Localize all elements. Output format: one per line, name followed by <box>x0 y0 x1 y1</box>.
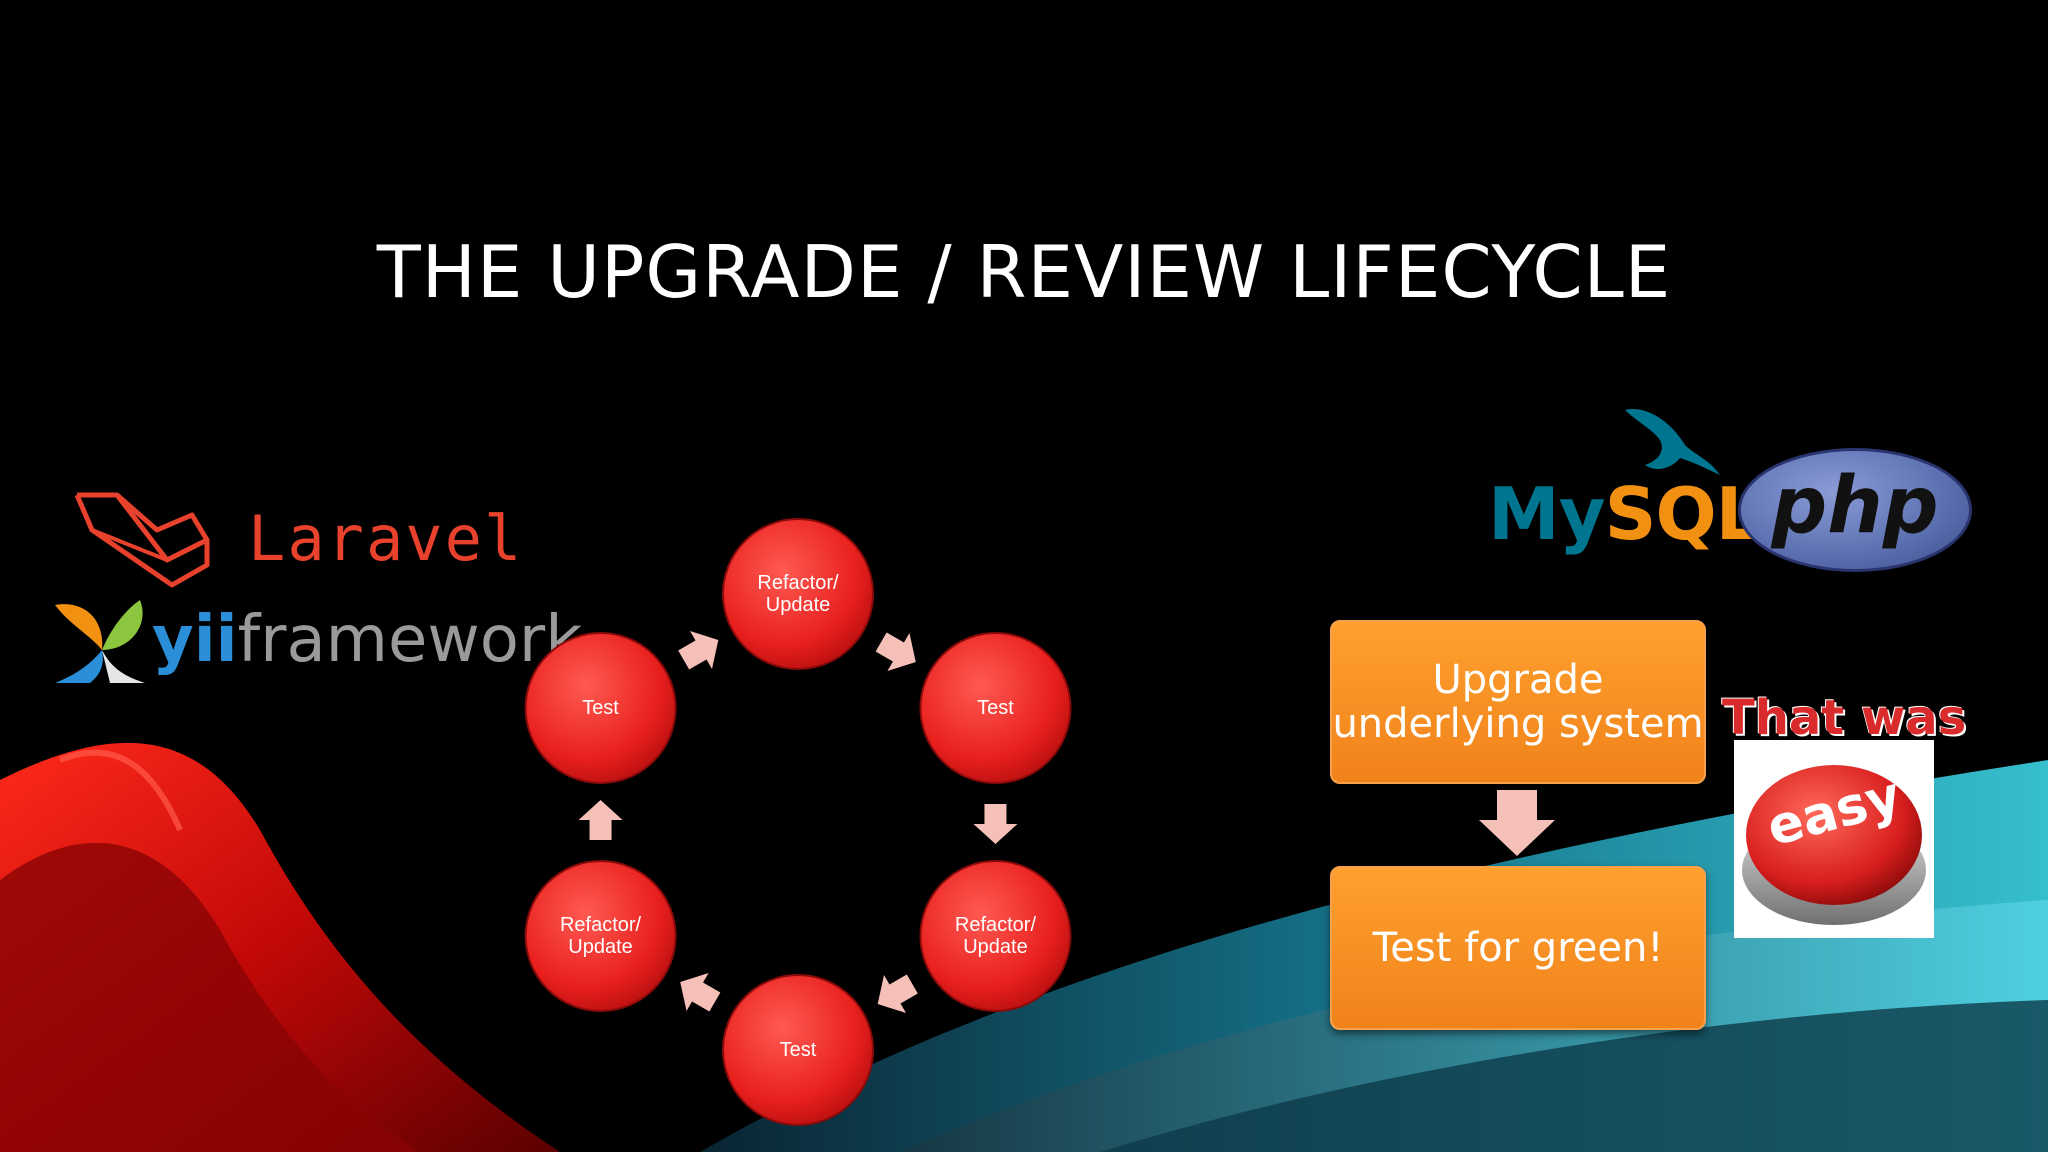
easy-button-icon <box>1742 765 1926 925</box>
php-logo-text: php <box>1771 461 1939 551</box>
cycle-node <box>722 518 874 670</box>
flow-step-upgrade-label: Upgrade underlying system <box>1332 658 1703 746</box>
cycle-arrow <box>680 972 721 1012</box>
cycle-arrow <box>877 974 918 1014</box>
laravel-logo-text: Laravel <box>248 502 524 575</box>
cycle-arrow <box>578 800 623 840</box>
cycle-node-label: Test <box>977 697 1014 719</box>
meme-caption: That was <box>1722 690 1967 746</box>
cycle-node-label: Refactor/Update <box>954 914 1037 958</box>
mysql-prefix: My <box>1488 472 1606 556</box>
flow-step-upgrade-line2: underlying system <box>1332 701 1704 747</box>
cycle-node <box>919 860 1072 1012</box>
mysql-suffix: SQL <box>1604 472 1762 556</box>
php-logo: php <box>1738 448 1972 572</box>
yii-suffix: framework <box>237 603 583 677</box>
cycle-node-label: Test <box>582 697 619 719</box>
cycle-node-label: Test <box>779 1039 817 1061</box>
flow-step-upgrade: Upgrade underlying system <box>1330 620 1706 784</box>
flow-step-test: Test for green! <box>1330 866 1706 1030</box>
cycle-node <box>524 632 677 784</box>
cycle-node-label: Refactor/Update <box>559 914 642 958</box>
mysql-dolphin-icon <box>1625 409 1720 475</box>
flow-arrow-down <box>1479 790 1555 856</box>
cycle-node <box>722 974 874 1126</box>
cycle-arrow <box>875 632 916 672</box>
slide-title: THE UPGRADE / REVIEW LIFECYCLE <box>376 230 1672 314</box>
cycle-arrow <box>973 804 1018 844</box>
cycle-arrow <box>678 630 719 670</box>
cycle-node <box>919 632 1072 784</box>
laravel-icon <box>74 492 210 588</box>
cycle-node-label: Refactor/Update <box>757 572 839 616</box>
cycle-node <box>524 860 677 1012</box>
mysql-logo-text: MySQLTM <box>1488 472 1780 556</box>
yii-logo-text: yiiframework <box>152 603 582 677</box>
yii-prefix: yii <box>152 603 238 677</box>
yii-leaf-icon <box>55 600 145 683</box>
easy-button-image: easy <box>1734 740 1934 938</box>
flow-step-test-label: Test for green! <box>1372 925 1664 971</box>
flow-step-upgrade-line1: Upgrade <box>1432 657 1604 703</box>
